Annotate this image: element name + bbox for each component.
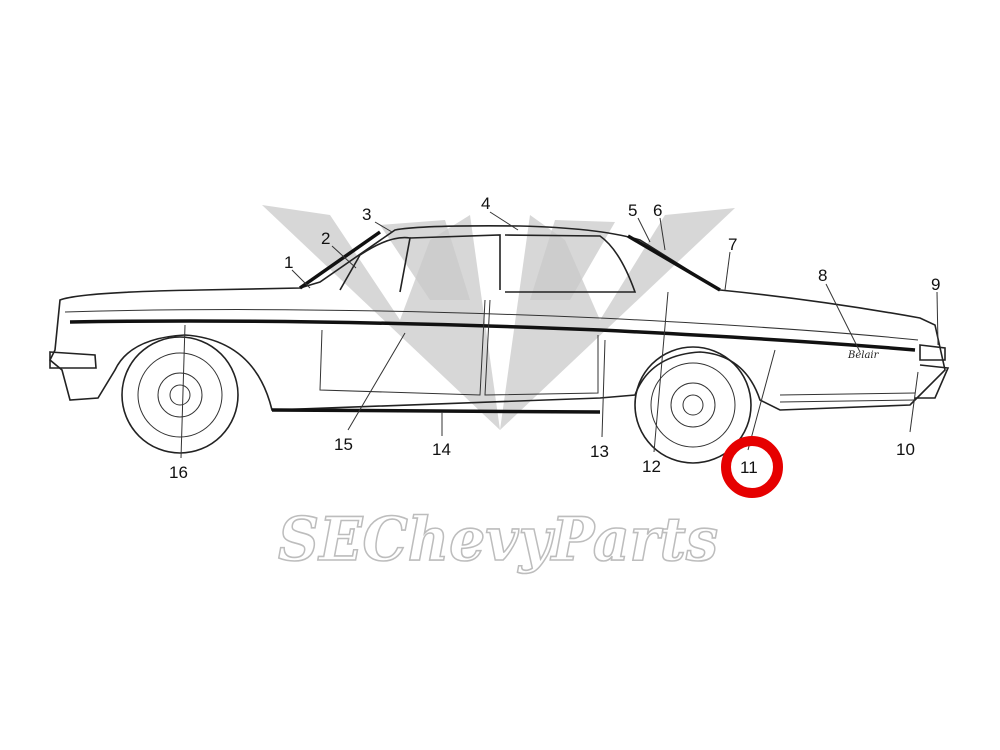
rear-wheel [634,346,752,464]
sechevyparts-watermark: SEChevyParts [278,505,718,575]
callout-12: 12 [642,457,661,476]
callout-9: 9 [931,275,940,294]
leader-lines [180,211,939,459]
car-body [49,225,950,414]
callout-15: 15 [334,435,353,454]
callout-8: 8 [818,266,827,285]
callout-4: 4 [481,194,490,213]
callout-14: 14 [432,440,451,459]
callout-2: 2 [321,229,330,248]
callout-7: 7 [728,235,737,254]
callout-5: 5 [628,201,637,220]
belair-emblem: Belair [847,350,880,361]
callout-labels: 1 2 3 4 5 6 7 8 9 10 11 12 13 14 15 16 [169,194,940,498]
logo-watermark [262,205,735,430]
callout-1: 1 [284,253,293,272]
callout-16: 16 [169,463,188,482]
callout-6: 6 [653,201,662,220]
callout-3: 3 [362,205,371,224]
callout-13: 13 [590,442,609,461]
callout-11: 11 [740,458,758,477]
front-wheel [121,336,239,454]
callout-10: 10 [896,440,915,459]
highlight-circle [721,436,783,498]
